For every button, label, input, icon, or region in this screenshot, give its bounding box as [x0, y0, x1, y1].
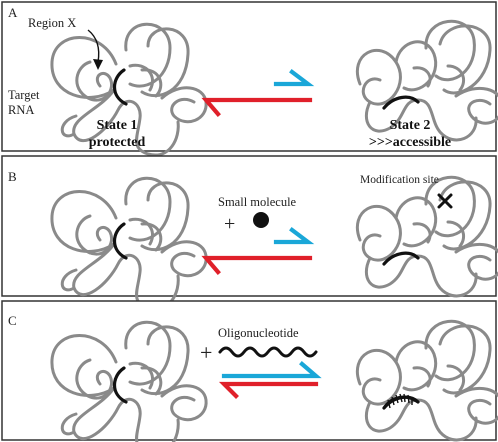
target-rna-label-1: Target — [8, 88, 40, 102]
region-x-pointer-arrow — [87, 29, 100, 63]
state1-label: State 1 — [97, 118, 138, 133]
state2-sublabel: >>>accessible — [369, 135, 451, 150]
plus-sign-c: + — [200, 340, 212, 365]
oligonucleotide-label: Oligonucleotide — [218, 326, 299, 340]
panel-c-border — [1, 300, 497, 441]
modification-site-label: Modification site — [360, 174, 439, 186]
panel-a-border — [1, 1, 497, 152]
region-x-pointer-head — [93, 59, 103, 70]
oligonucleotide-icon — [218, 346, 318, 358]
modification-site-x-icon — [437, 193, 453, 209]
small-molecule-icon — [253, 212, 269, 228]
plus-sign-b: + — [224, 213, 235, 235]
equilibrium-arrows-c — [218, 361, 322, 399]
state1-sublabel: protected — [89, 135, 146, 150]
small-molecule-label: Small molecule — [218, 195, 297, 209]
target-rna-label-2: RNA — [8, 103, 34, 117]
panel-a-letter: A — [8, 5, 18, 20]
panel-a: A Region X Target RNA State 1 protected … — [1, 1, 498, 157]
panel-b-letter: B — [8, 169, 17, 184]
panel-b-border — [1, 155, 497, 297]
region-x-label: Region X — [28, 16, 76, 30]
panel-c: C Oligonucleotide + — [1, 300, 498, 442]
panel-b: B Small molecule + Modification site — [1, 155, 498, 311]
oligo-duplex-icon — [382, 393, 419, 409]
panel-c-letter: C — [8, 313, 17, 328]
state2-label: State 2 — [390, 118, 431, 133]
